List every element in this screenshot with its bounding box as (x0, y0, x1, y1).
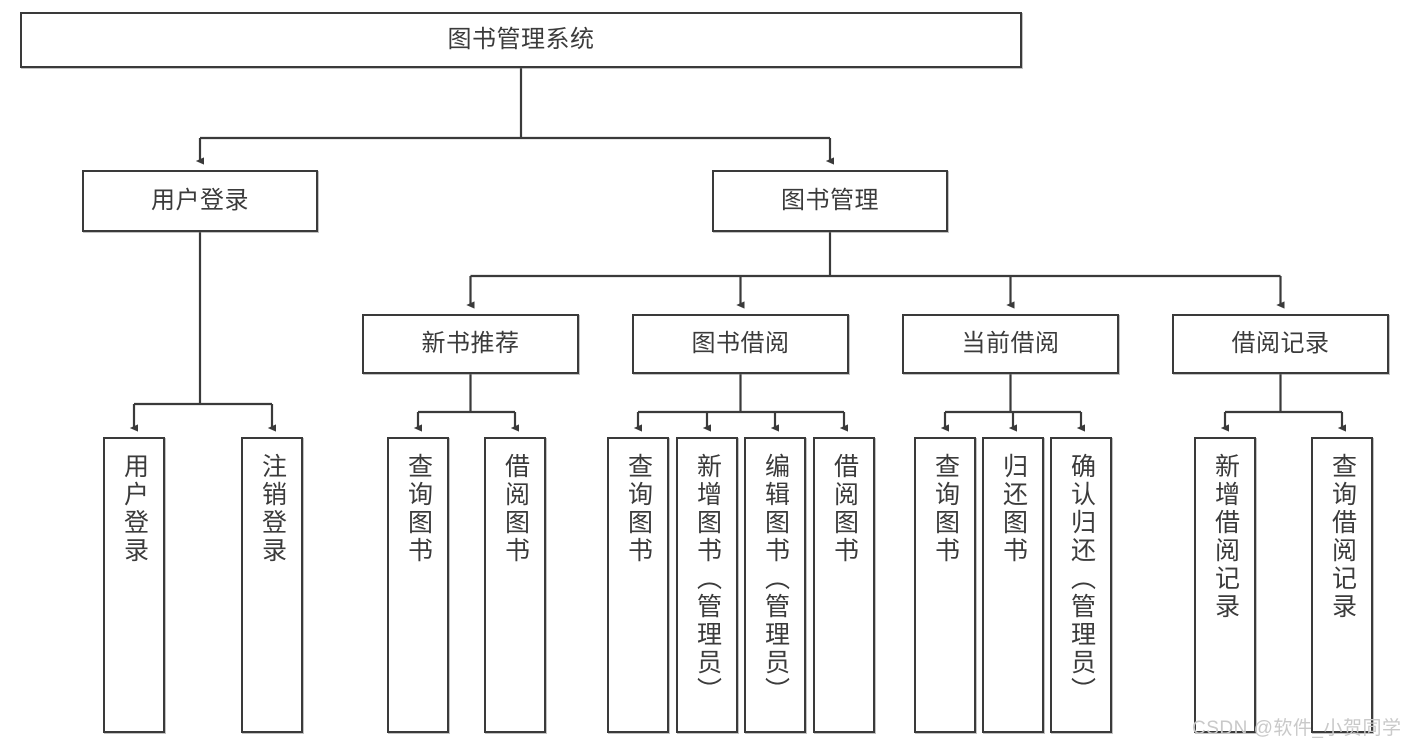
level1-node-1[interactable]: 图书管理 (712, 170, 948, 232)
leaf-node-10[interactable]: 确认归还（管理员） (1050, 437, 1112, 733)
node-label: 图书借阅 (691, 330, 790, 357)
node-label: 注销登录 (258, 453, 287, 565)
leaf-node-2[interactable]: 查询图书 (387, 437, 449, 733)
root-node-book-management-system[interactable]: 图书管理系统 (20, 12, 1022, 68)
node-label: 借阅图书 (830, 453, 859, 565)
node-label: 图书管理系统 (447, 26, 595, 53)
node-label: 新增图书（管理员） (693, 453, 722, 705)
node-label: 编辑图书（管理员） (761, 453, 790, 705)
level2-node-2[interactable]: 当前借阅 (902, 314, 1119, 374)
leaf-node-8[interactable]: 查询图书 (914, 437, 976, 733)
leaf-node-6[interactable]: 编辑图书（管理员） (744, 437, 806, 733)
node-label: 确认归还（管理员） (1067, 453, 1096, 705)
node-label: 查询借阅记录 (1328, 453, 1357, 621)
leaf-node-7[interactable]: 借阅图书 (813, 437, 875, 733)
node-label: 用户登录 (120, 453, 149, 565)
node-label: 查询图书 (404, 453, 433, 565)
node-label: 用户登录 (151, 187, 249, 214)
node-label: 借阅记录 (1231, 330, 1330, 357)
level2-node-1[interactable]: 图书借阅 (632, 314, 849, 374)
leaf-node-5[interactable]: 新增图书（管理员） (676, 437, 738, 733)
leaf-node-4[interactable]: 查询图书 (607, 437, 669, 733)
csdn-watermark: CSDN @软件_小贺同学 (1192, 718, 1402, 739)
node-label: 新书推荐 (421, 330, 520, 357)
leaf-node-12[interactable]: 查询借阅记录 (1311, 437, 1373, 733)
leaf-node-3[interactable]: 借阅图书 (484, 437, 546, 733)
node-label: 当前借阅 (961, 330, 1060, 357)
node-label: 查询图书 (624, 453, 653, 565)
leaf-node-0[interactable]: 用户登录 (103, 437, 165, 733)
level2-node-3[interactable]: 借阅记录 (1172, 314, 1389, 374)
leaf-node-9[interactable]: 归还图书 (982, 437, 1044, 733)
node-label: 查询图书 (931, 453, 960, 565)
leaf-node-1[interactable]: 注销登录 (241, 437, 303, 733)
leaf-node-11[interactable]: 新增借阅记录 (1194, 437, 1256, 733)
node-label: 归还图书 (999, 453, 1028, 565)
level2-node-0[interactable]: 新书推荐 (362, 314, 579, 374)
level1-node-0[interactable]: 用户登录 (82, 170, 318, 232)
node-label: 图书管理 (781, 187, 879, 214)
node-label: 新增借阅记录 (1211, 453, 1240, 621)
node-label: 借阅图书 (501, 453, 530, 565)
